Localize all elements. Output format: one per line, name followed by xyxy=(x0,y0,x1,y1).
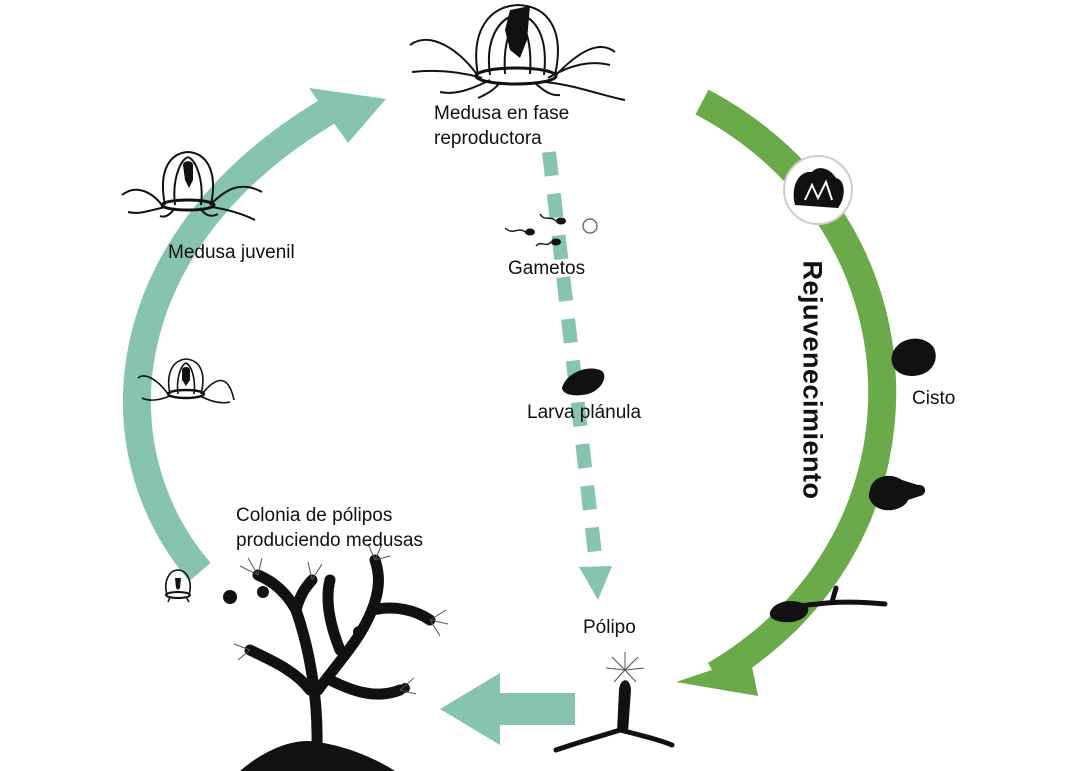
label-polyp-colony-line2: produciendo medusas xyxy=(236,530,423,551)
regressing-medusa-icon xyxy=(783,155,853,225)
stolon-icon xyxy=(769,585,888,623)
dashed-development-arrow xyxy=(542,151,604,573)
cyst-icon xyxy=(891,338,936,376)
label-cyst: Cisto xyxy=(912,388,956,409)
polyp-colony-icon xyxy=(223,543,449,771)
dashed-arrowhead xyxy=(579,566,612,600)
adult-medusa-icon xyxy=(409,3,626,101)
tiny-medusa-icon xyxy=(165,569,191,603)
polyp-to-colony-arrowhead xyxy=(440,673,500,745)
label-adult-medusa: Medusa en fase reproductora xyxy=(434,101,569,151)
label-adult-medusa-line1: Medusa en fase xyxy=(434,103,570,124)
small-medusa-icon xyxy=(137,358,235,404)
polyp-to-colony-arrow-shaft xyxy=(495,693,575,725)
egg-icon xyxy=(582,218,598,234)
label-polyp-colony: Colonia de pólipos produciendo medusas xyxy=(236,503,423,553)
sperm-icon xyxy=(504,213,566,247)
budding-cyst-icon xyxy=(868,475,926,511)
polyp-icon xyxy=(553,652,675,753)
label-adult-medusa-line2: reproductora xyxy=(434,128,542,149)
label-juvenile-medusa: Medusa juvenil xyxy=(168,242,295,263)
teal-cycle-arrowhead xyxy=(309,88,386,143)
label-gametes: Gametos xyxy=(508,258,586,279)
label-planula-larva: Larva plánula xyxy=(527,402,642,423)
juvenile-medusa-icon xyxy=(121,150,263,221)
rejuvenation-arrowhead xyxy=(676,657,758,696)
label-polyp-colony-line1: Colonia de pólipos xyxy=(236,505,393,526)
label-rejuvenation: Rejuvenecimiento xyxy=(797,260,828,500)
planula-larva-icon xyxy=(562,368,605,396)
label-polyp: Pólipo xyxy=(583,617,636,638)
teal-cycle-arc xyxy=(122,97,338,582)
